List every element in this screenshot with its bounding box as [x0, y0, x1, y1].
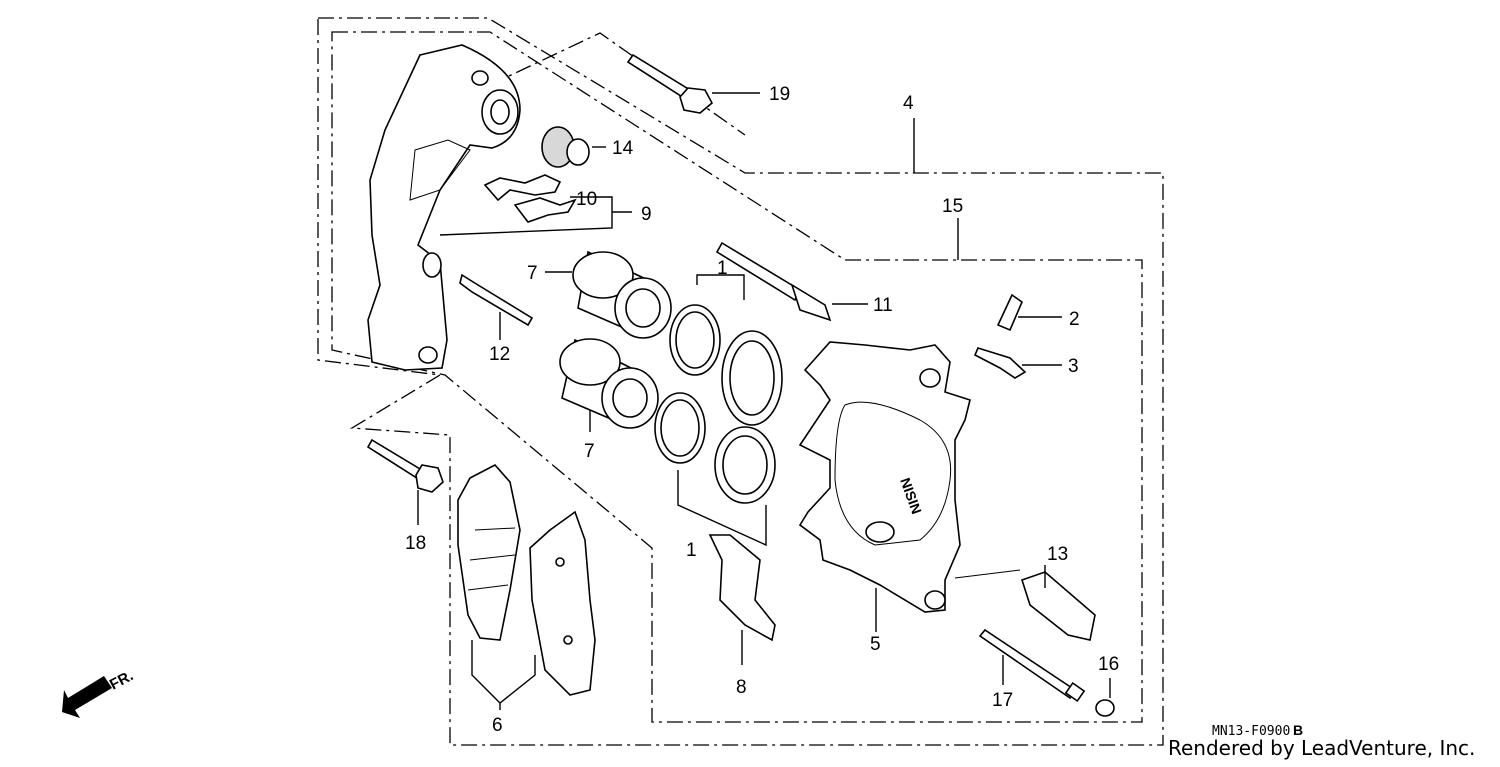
callout-9: 9: [641, 204, 652, 225]
callout-19: 19: [769, 84, 790, 105]
callout-17: 17: [992, 690, 1013, 711]
plug-16: [1095, 678, 1115, 717]
callout-15: 15: [942, 196, 963, 217]
callout-1-upper: 1: [717, 258, 728, 279]
callout-14: 14: [612, 138, 634, 159]
pad-pin-17: [978, 628, 1086, 703]
direction-label: FR.: [107, 667, 136, 693]
callout-11: 11: [873, 295, 893, 316]
caliper-body-5: NISIN: [798, 341, 971, 632]
bracket-bolt-19: [626, 53, 760, 114]
slide-pin-11: [715, 241, 868, 322]
pad-spring-8: [708, 534, 776, 665]
callout-4: 4: [903, 93, 914, 114]
callout-8: 8: [736, 677, 747, 698]
callout-1-lower: 1: [686, 540, 697, 561]
pin-bolt-13: [954, 565, 1096, 641]
brake-pad-set-6: [457, 464, 596, 710]
piston-upper-7: [545, 250, 672, 339]
bracket-bolt-18: [366, 438, 444, 525]
callout-10: 10: [576, 189, 597, 210]
pin-boot-14: [541, 126, 606, 168]
bleeder-valve-2: [996, 293, 1062, 332]
callout-6: 6: [492, 715, 503, 736]
piston-seals-1: [654, 274, 783, 547]
callout-7-lower: 7: [584, 441, 595, 462]
pad-springs-9-10: [439, 174, 632, 236]
slide-pin-12: [459, 273, 534, 340]
assembly-leaders: [913, 118, 959, 260]
diagram-code-suffix: B: [1293, 722, 1303, 738]
callout-labels: 19 4 14 10 9 15 7 1 11 2 12 3 7 18 1 13 …: [405, 84, 1119, 736]
credit-text: Rendered by LeadVenture, Inc.: [1168, 736, 1475, 760]
piston-lower-7: [559, 338, 659, 432]
callout-12: 12: [489, 344, 510, 365]
callout-7-upper: 7: [527, 263, 538, 284]
caliper-bracket: [367, 44, 521, 371]
callout-13: 13: [1047, 544, 1068, 565]
callout-3: 3: [1068, 356, 1079, 377]
callout-16: 16: [1098, 654, 1119, 675]
callout-5: 5: [870, 634, 881, 655]
diagram-code: MN13-F0900: [1212, 724, 1290, 739]
callout-2: 2: [1069, 309, 1080, 330]
callout-18: 18: [405, 533, 426, 554]
bleeder-cap-3: [973, 347, 1062, 379]
front-direction-arrow-icon: FR.: [62, 667, 136, 718]
